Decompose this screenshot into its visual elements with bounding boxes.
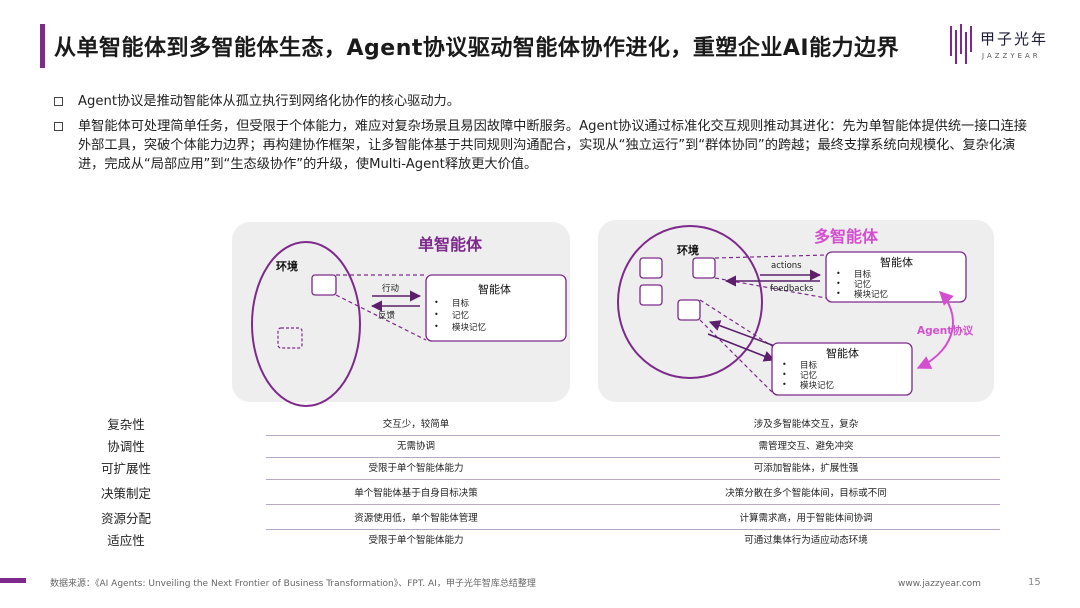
bullet-list: Agent协议是推动智能体从孤立执行到网络化协作的核心驱动力。 单智能体可处理简…: [52, 92, 1032, 180]
comparison-single-value: 单个智能体基于自身目标决策: [354, 488, 478, 499]
title-accent-bar: [40, 24, 45, 68]
bullet-item: 单智能体可处理简单任务，但受限于个体能力，难应对复杂场景且易因故障中断服务。Ag…: [52, 117, 1032, 174]
comparison-single-value: 无需协调: [396, 441, 435, 452]
row-divider: [266, 435, 1000, 436]
single-agent-panel: [232, 222, 570, 402]
website-link[interactable]: www.jazzyear.com: [898, 579, 981, 589]
comparison-dimension: 复杂性: [107, 417, 145, 432]
comparison-multi-value: 涉及多智能体交互，复杂: [753, 419, 859, 430]
bullet-item: Agent协议是推动智能体从孤立执行到网络化协作的核心驱动力。: [52, 92, 1032, 111]
comparison-row: 复杂性 交互少，较简单 涉及多智能体交互，复杂: [96, 414, 1000, 436]
bullet-text: 单智能体可处理简单任务，但受限于个体能力，难应对复杂场景且易因故障中断服务。Ag…: [78, 119, 1027, 172]
comparison-single-value: 受限于单个智能体能力: [368, 535, 464, 546]
multi-agent-panel: [598, 220, 994, 402]
comparison-multi-value: 可添加智能体，扩展性强: [753, 463, 859, 474]
comparison-multi-value: 计算需求高，用于智能体间协调: [739, 513, 873, 524]
logo-name-en: JAZZYEAR: [982, 52, 1041, 60]
comparison-dimension: 资源分配: [100, 511, 151, 526]
comparison-multi-value: 需管理交互、避免冲突: [758, 441, 854, 452]
page-title: 从单智能体到多智能体生态，Agent协议驱动智能体协作进化，重塑企业AI能力边界: [54, 36, 900, 61]
logo-mark-icon: [950, 24, 972, 64]
brand-logo: 甲子光年 JAZZYEAR: [948, 22, 1058, 72]
comparison-dimension: 协调性: [107, 439, 145, 454]
comparison-row: 资源分配 资源使用低，单个智能体管理 计算需求高，用于智能体间协调: [96, 508, 1000, 530]
comparison-multi-value: 可通过集体行为适应动态环境: [744, 535, 868, 546]
logo-name-cn: 甲子光年: [980, 30, 1049, 48]
square-bullet-icon: [54, 122, 63, 131]
square-bullet-icon: [54, 97, 63, 106]
bullet-text: Agent协议是推动智能体从孤立执行到网络化协作的核心驱动力。: [78, 94, 460, 109]
row-divider: [266, 479, 1000, 480]
comparison-row: 决策制定 单个智能体基于自身目标决策 决策分散在多个智能体间，目标或不同: [96, 483, 1000, 505]
comparison-single-value: 交互少，较简单: [382, 419, 450, 430]
source-note: 数据来源：《AI Agents: Unveiling the Next Fron…: [50, 579, 536, 589]
row-divider: [266, 457, 1000, 458]
footer-accent-bar: [0, 578, 26, 583]
comparison-single-value: 受限于单个智能体能力: [368, 463, 464, 474]
comparison-dimension: 适应性: [107, 533, 145, 548]
comparison-multi-value: 决策分散在多个智能体间，目标或不同: [725, 488, 887, 499]
row-divider: [266, 529, 1000, 530]
comparison-single-value: 资源使用低，单个智能体管理: [354, 513, 478, 524]
comparison-row: 可扩展性 受限于单个智能体能力 可添加智能体，扩展性强: [96, 458, 1000, 480]
comparison-dimension: 可扩展性: [100, 461, 151, 476]
comparison-row: 适应性 受限于单个智能体能力 可通过集体行为适应动态环境: [96, 530, 906, 552]
comparison-dimension: 决策制定: [100, 486, 151, 501]
page-number: 15: [1028, 577, 1041, 588]
comparison-row: 协调性 无需协调 需管理交互、避免冲突: [96, 436, 1000, 458]
row-divider: [266, 504, 1000, 505]
